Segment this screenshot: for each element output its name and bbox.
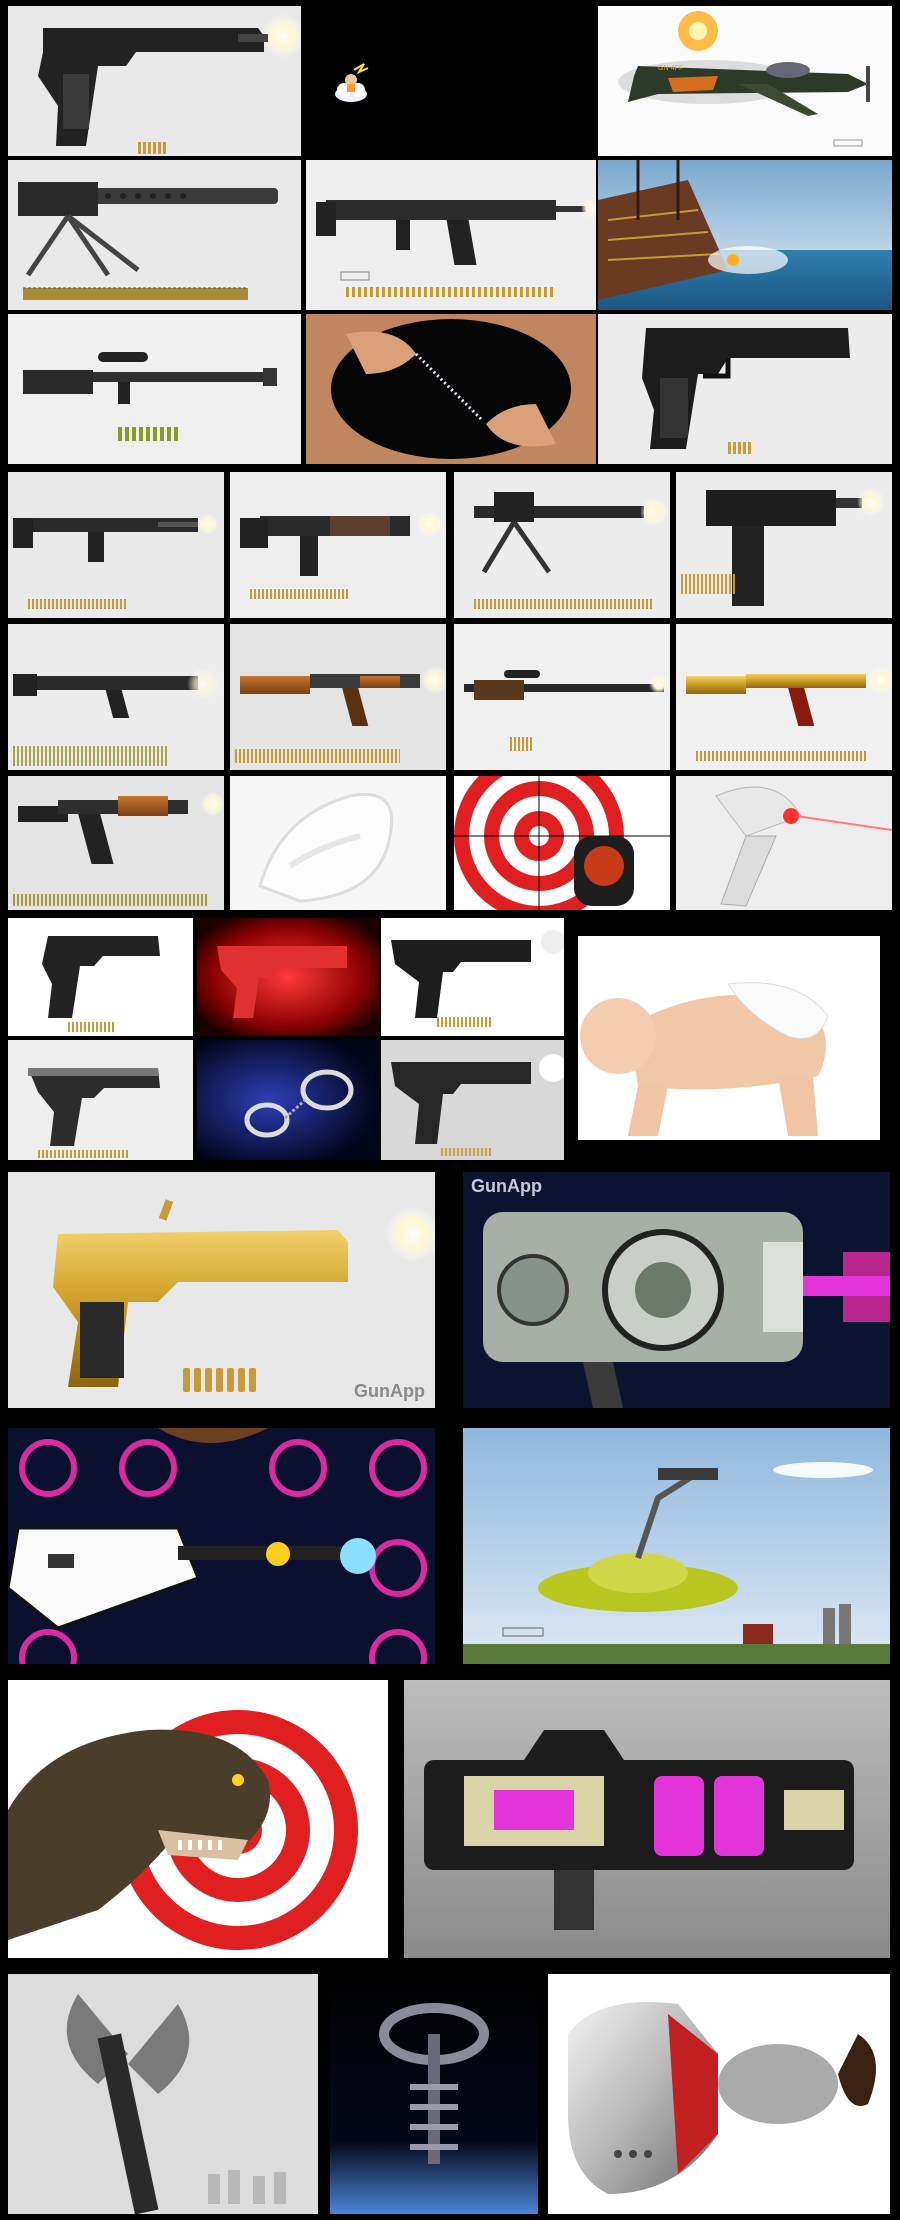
space-station-tile[interactable] [330,1974,538,2214]
rifle-icon [13,792,224,906]
t-rex-tile[interactable] [8,1680,388,1958]
carbine-tile[interactable] [8,472,224,618]
glock-tile[interactable] [381,918,564,1036]
glock-dark-tile[interactable] [381,1040,564,1160]
scanner-icon [715,786,892,907]
rifle-icon [235,666,446,763]
handcuffs-tile[interactable] [197,1040,379,1160]
cloud-icon [335,63,369,102]
ak-grenade-tile[interactable] [8,624,224,770]
battle-axe-tile[interactable] [8,1974,318,2214]
desert-eagle-tile[interactable]: GunApp [8,1172,435,1408]
rifle-icon [240,511,443,599]
pistol-tile[interactable] [8,6,301,156]
baby-tile[interactable] [578,936,880,1140]
fighter-plane-tile[interactable]: GN-4FF [598,6,892,156]
cannon-icon [404,1680,890,1958]
pillow-tile[interactable] [230,776,446,910]
pistol-icon [391,1054,564,1156]
hair-dryer-icon [568,2002,876,2194]
pistol-icon [28,1068,160,1158]
baby-icon [580,982,829,1136]
gold-ak-tile[interactable] [676,624,892,770]
blaster-icon [463,1172,890,1408]
tactical-rifle-tile[interactable] [230,472,446,618]
guitar-icon [8,1428,435,1664]
assault-rifle-tile[interactable] [306,160,596,310]
pirate-ship-tile[interactable] [598,160,892,310]
pistol-icon [38,14,301,154]
handcuffs-icon [197,1040,379,1160]
gunapp-watermark: GunApp [354,1381,425,1401]
axe-icon [8,1974,318,2214]
smg-icon [681,488,885,606]
hair-dryer-tile[interactable] [548,1974,890,2214]
red-glock-tile[interactable] [197,918,379,1036]
pistol-silver-tile[interactable] [8,1040,193,1160]
pistol-icon [42,936,160,1032]
target-alarm-tile[interactable] [454,776,670,910]
plasma-cannon-tile[interactable] [404,1680,890,1958]
sniper-icon [23,352,277,441]
rifle-icon [13,514,218,609]
machine-gun-tripod-tile[interactable] [8,160,301,310]
guitar-gun-tile[interactable] [8,1428,435,1664]
pistol-icon [197,918,379,1036]
zeus-cloud-tile[interactable] [306,6,596,156]
machine-gun-icon [18,182,278,300]
rifle-icon [316,198,596,297]
ufo-icon [463,1428,890,1664]
uzi-tile[interactable] [676,472,892,618]
ak-short-tile[interactable] [8,776,224,910]
pistol-icon [391,930,564,1027]
plane-icon: GN-4FF [618,11,870,147]
mg-tripod-tile[interactable] [454,472,670,618]
barcode-scanner-tile[interactable] [676,776,892,910]
pistol-icon [642,328,850,454]
ufo-tile[interactable] [463,1428,890,1664]
handgun-tile[interactable] [598,314,892,464]
gunapp-watermark: GunApp [471,1176,542,1196]
plane-tail-code: GN-4FF [658,65,683,72]
desert-eagle-icon [53,1199,435,1392]
finger-flick-tile[interactable] [306,314,596,464]
dinosaur-icon [8,1710,358,1950]
rifle-icon [686,666,892,761]
sniper-rifle-tile[interactable] [8,314,301,464]
sniper-icon [464,670,669,751]
dragunov-tile[interactable] [454,624,670,770]
pillow-icon [258,792,394,903]
ak47-wood-tile[interactable] [230,624,446,770]
five-seven-tile[interactable] [8,918,193,1036]
hand-icon [306,314,596,464]
machine-gun-icon [474,492,668,609]
target-icon [454,776,670,910]
rifle-icon [13,668,219,766]
sci-fi-blaster-tile[interactable]: GunApp [463,1172,890,1408]
station-icon [330,1974,538,2214]
ship-icon [598,160,892,310]
